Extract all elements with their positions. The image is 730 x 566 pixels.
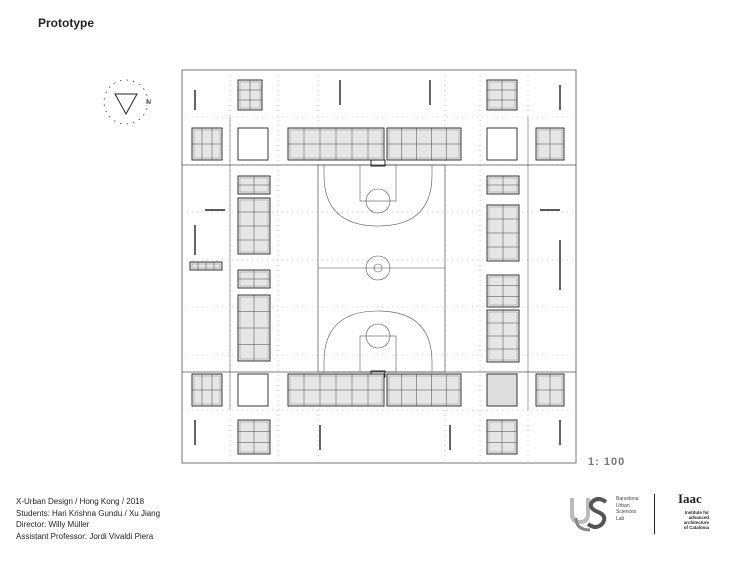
room-module (486, 309, 520, 363)
room-module (535, 127, 565, 161)
lab-line-3: Sciences (616, 509, 637, 515)
svg-text:N: N (146, 99, 151, 106)
iaac-line-1: Institute for (684, 510, 709, 515)
room-module (486, 79, 518, 111)
room-module (486, 175, 520, 195)
page-title: Prototype (38, 16, 95, 30)
bus-lab-logo-icon (570, 497, 608, 532)
room-module (237, 175, 271, 195)
court-key-top (359, 164, 397, 202)
iaac-line-3: architecture (683, 520, 709, 525)
room-module (237, 269, 271, 289)
scale-label: 1: 100 (588, 456, 626, 468)
court-boundary (317, 164, 446, 373)
room-module (386, 127, 462, 161)
credit-project: X-Urban Design / Hong Kong / 2018 (16, 497, 145, 506)
court-key-bottom (359, 335, 397, 373)
stair-module (237, 127, 269, 161)
room-module (191, 127, 223, 161)
court-three-point-top (323, 165, 433, 227)
basketball-court (317, 159, 446, 378)
iaac-line-4: of Catalonia (683, 525, 709, 530)
room-module (237, 294, 271, 362)
room-module (386, 373, 462, 407)
logos: Barcelona Urban Sciences Lab Iaac Instit… (568, 490, 718, 540)
credit-assistant: Assistant Professor: Jordi Vivaldi Piera (16, 531, 154, 541)
room-module (535, 373, 565, 407)
room-module (237, 197, 271, 255)
room-module (237, 419, 271, 455)
lab-line-2: Urban (616, 502, 630, 509)
room-module (486, 204, 520, 262)
iaac-logo-icon: Iaac (678, 491, 702, 506)
court-center-circle (365, 255, 391, 281)
credit-students: Students: Hari Krishna Gundu / Xu Jiang (16, 508, 161, 518)
room-module (287, 127, 385, 161)
north-arrow-icon: N (103, 79, 151, 125)
bus-lab-text: Barcelona Urban Sciences Lab (616, 496, 639, 522)
credit-director: Director: Willy Müller (16, 520, 90, 529)
lab-line-1: Barcelona (616, 496, 639, 502)
credits-block: X-Urban Design / Hong Kong / 2018 Studen… (16, 496, 160, 542)
court-three-point-bottom (323, 310, 433, 372)
court-ft-circle-top (365, 188, 391, 214)
stair-module (237, 373, 269, 407)
room-module (189, 261, 223, 271)
stair-module (486, 373, 518, 407)
iaac-subtitle: Institute for advanced architecture of C… (679, 510, 709, 530)
room-module (486, 419, 518, 455)
lab-line-4: Lab (616, 515, 625, 522)
logo-divider (654, 494, 655, 534)
iaac-line-2: advanced (688, 515, 709, 520)
stair-module (486, 127, 518, 161)
room-module (237, 79, 263, 111)
room-modules (189, 79, 565, 455)
court-center-dot (373, 263, 383, 273)
room-module (191, 373, 223, 407)
court-ft-circle-bottom (365, 323, 391, 349)
room-module (287, 373, 385, 407)
plan-boundary (181, 69, 577, 464)
room-module (486, 274, 520, 308)
